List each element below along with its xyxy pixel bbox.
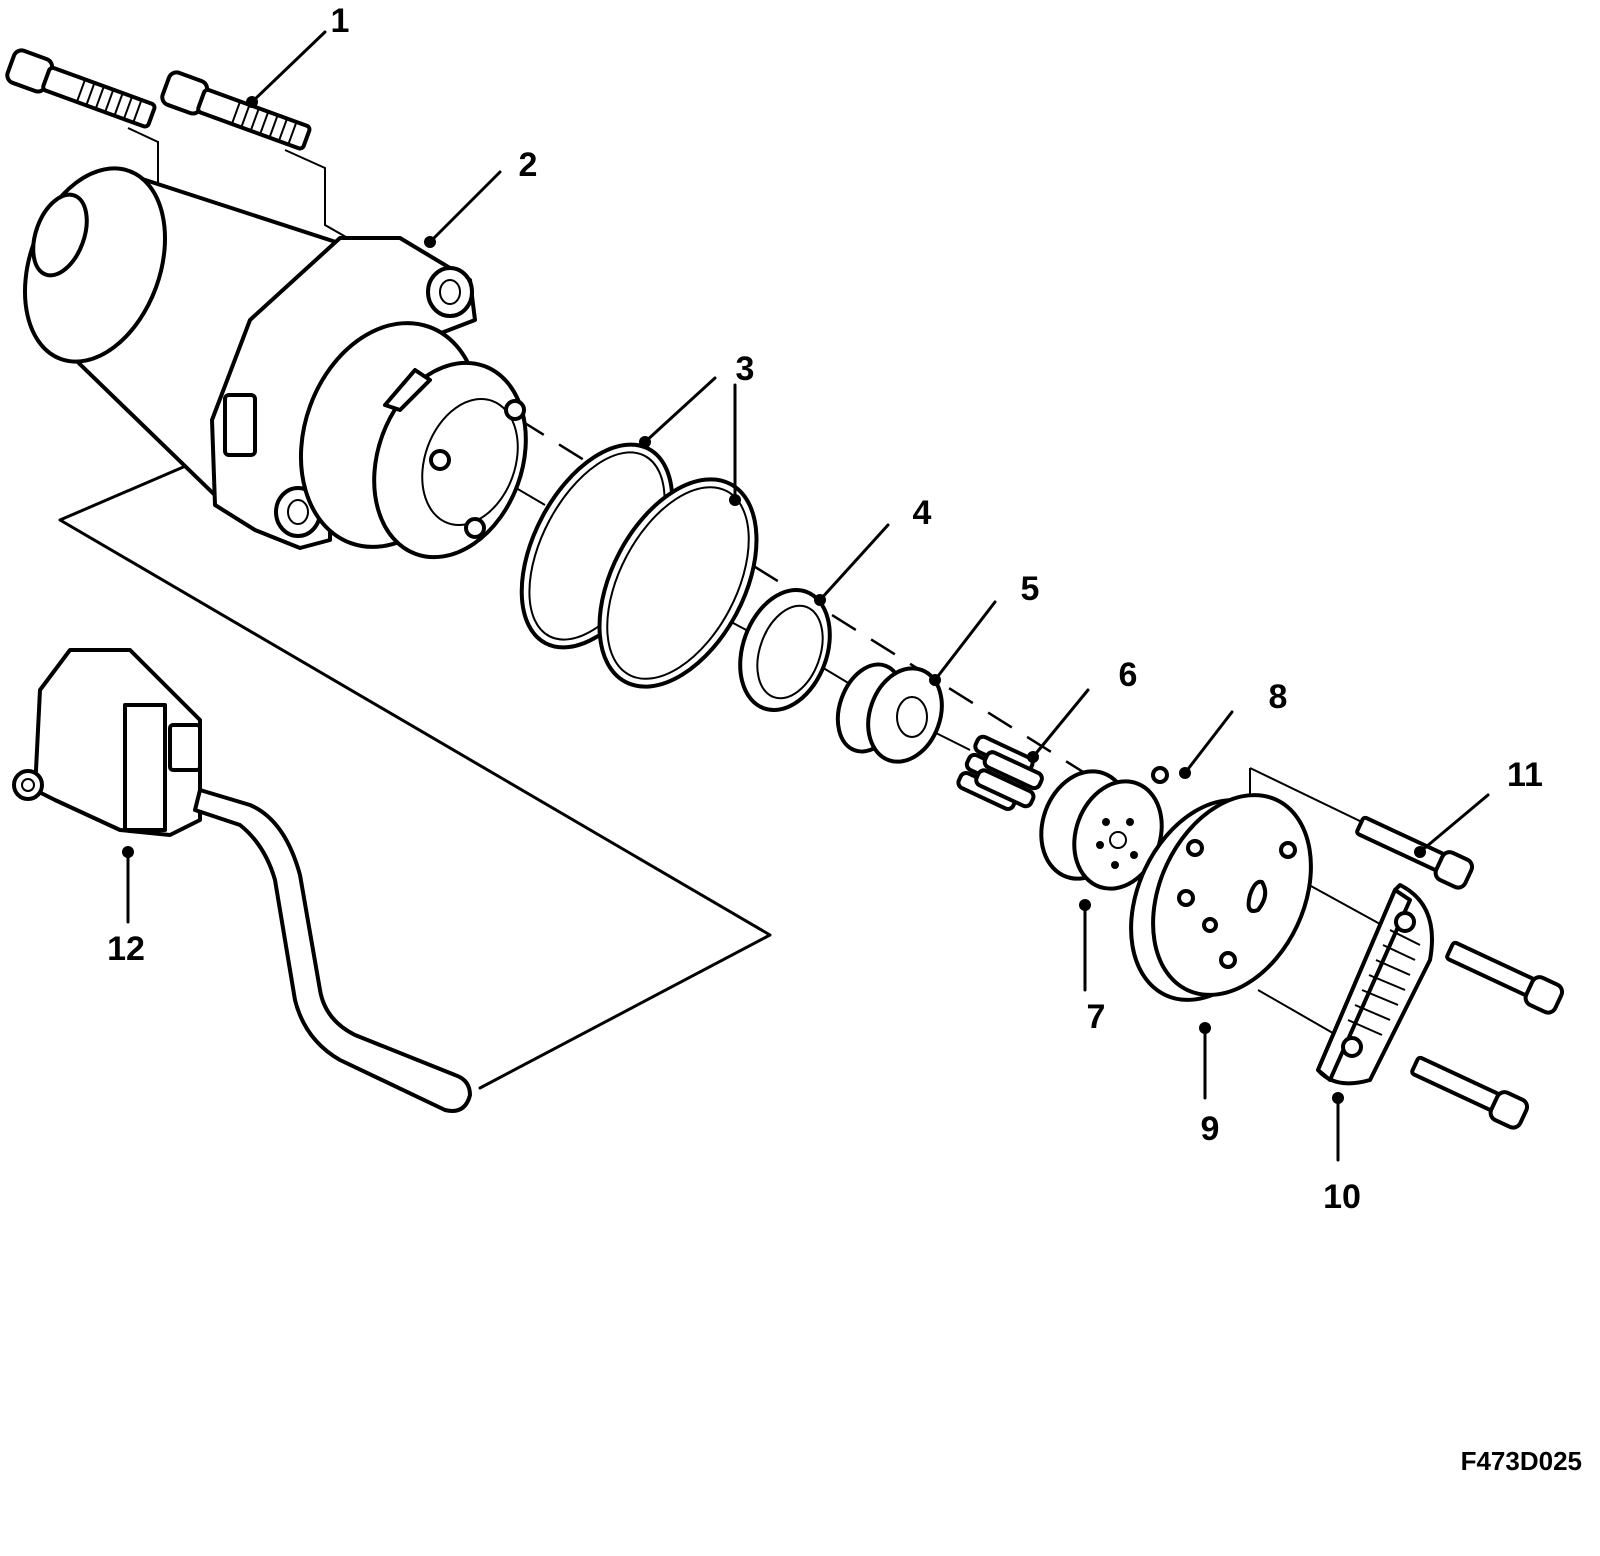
leader-lines [122, 30, 1490, 1162]
screws-part-11 [1355, 815, 1565, 1130]
connector-part-12 [12, 648, 472, 1113]
pins-part-6 [956, 734, 1044, 811]
callout-3: 3 [736, 350, 755, 388]
callout-12: 12 [107, 930, 145, 968]
o-ring-part-3 [519, 442, 759, 689]
callout-6: 6 [1119, 656, 1138, 694]
callout-5: 5 [1021, 570, 1040, 608]
rotor-part-7 [1039, 769, 1164, 891]
callout-2: 2 [519, 146, 538, 184]
callout-10: 10 [1323, 1178, 1361, 1216]
ball-part-8 [1151, 766, 1169, 784]
bolt-part-1 [5, 48, 312, 151]
figure-reference-code: F473D025 [1461, 1446, 1582, 1476]
cover-part-10 [1316, 883, 1434, 1086]
end-plate-part-9 [1129, 793, 1313, 1002]
callout-7: 7 [1087, 998, 1106, 1036]
callout-4: 4 [913, 494, 932, 532]
callout-9: 9 [1201, 1110, 1220, 1148]
callout-8: 8 [1269, 678, 1288, 716]
motor-housing-part-2 [22, 166, 528, 560]
bushing-part-5 [835, 662, 944, 764]
callout-11: 11 [1507, 756, 1543, 794]
callout-labels: 1 2 3 4 5 6 7 8 9 10 11 12 [107, 2, 1543, 1216]
retaining-ring-part-4 [738, 587, 832, 713]
callout-1: 1 [331, 2, 350, 40]
